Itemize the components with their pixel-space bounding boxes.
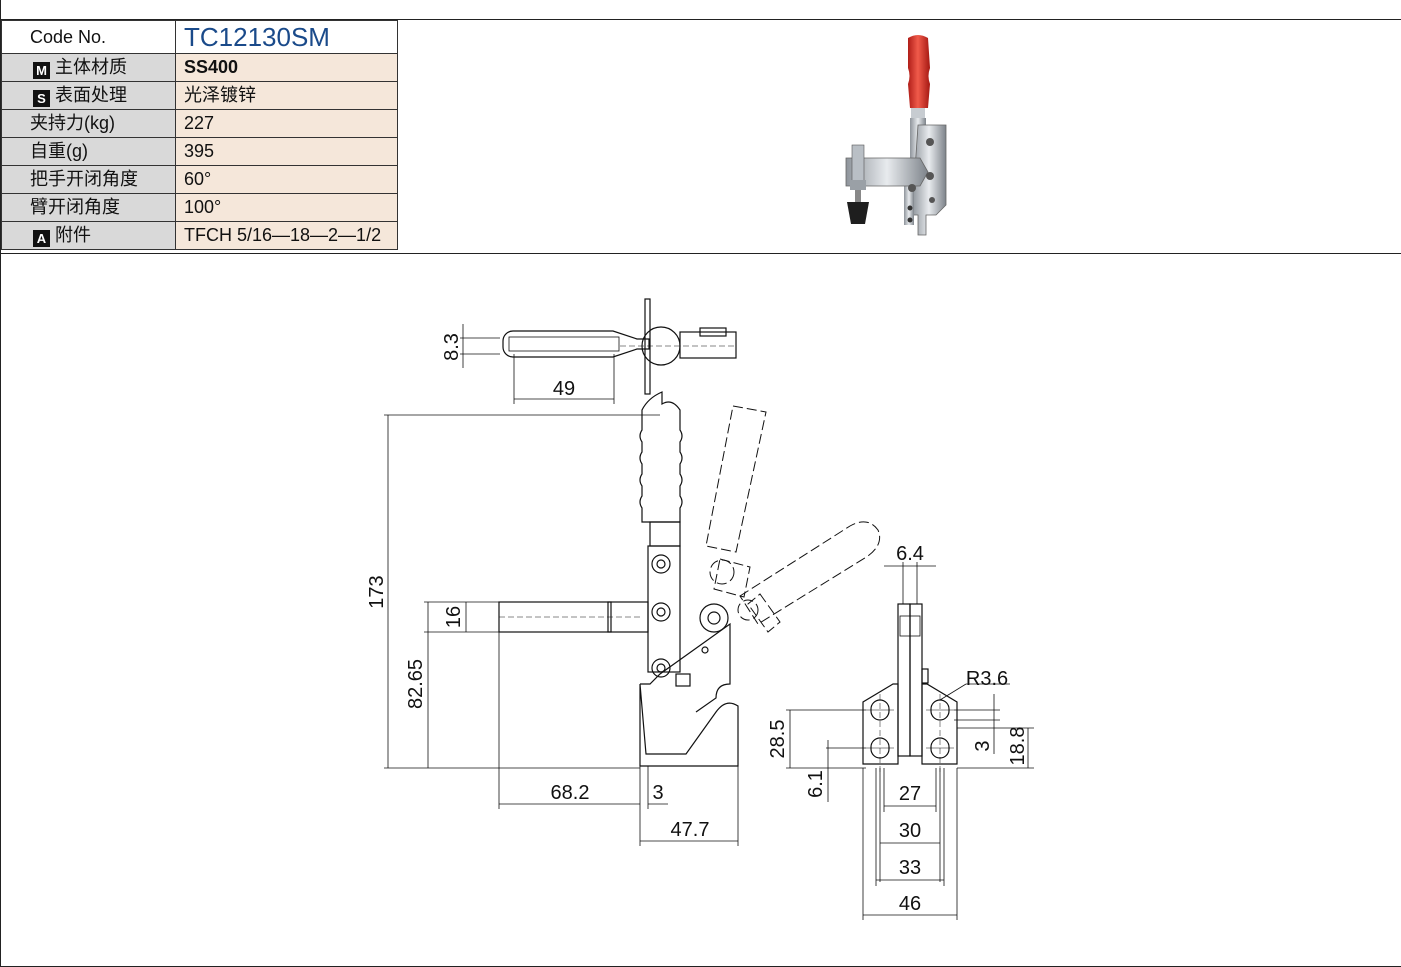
dim-3-hole: 3 <box>972 740 994 751</box>
spec-value: SS400 <box>175 53 398 82</box>
dim-18-8: 18.8 <box>1007 727 1029 766</box>
spec-label: 臂开闭角度 <box>1 193 176 222</box>
spec-key: M 主体材质 <box>1 53 176 82</box>
spec-key: A 附件 <box>1 221 176 250</box>
dim-49: 49 <box>553 378 575 400</box>
dim-6-1: 6.1 <box>805 770 827 798</box>
section-divider <box>0 253 1401 254</box>
spec-value: TFCH 5/16—18—2—1/2 <box>175 221 398 250</box>
spec-table: Code No. TC12130SM M 主体材质 SS400 S 表面处理 光泽镀… <box>1 20 398 250</box>
product-photo <box>845 35 947 236</box>
front-view <box>862 603 958 774</box>
spec-label: 自重(g) <box>1 137 176 166</box>
spec-value: 100° <box>175 193 398 222</box>
spec-label: 主体材质 <box>55 57 127 77</box>
red-handle-grip <box>908 35 930 108</box>
spec-row-surface: S 表面处理 光泽镀锌 <box>1 81 398 110</box>
dim-82-65: 82.65 <box>405 659 427 709</box>
dim-30: 30 <box>899 820 921 842</box>
dim-r3-6: R3.6 <box>966 668 1008 690</box>
spec-key: S 表面处理 <box>1 81 176 110</box>
spec-row-code: Code No. TC12130SM <box>1 20 398 54</box>
dim-8-3: 8.3 <box>441 333 463 361</box>
dim-68-2: 68.2 <box>551 782 590 804</box>
base-plate <box>911 124 947 236</box>
spec-value: 光泽镀锌 <box>175 81 398 110</box>
spec-value: 395 <box>175 137 398 166</box>
dim-33: 33 <box>899 857 921 879</box>
spec-label: 夹持力(kg) <box>1 109 176 138</box>
accessory-badge-icon: A <box>33 230 50 247</box>
rubber-spindle-tip <box>847 202 869 224</box>
spec-value: 60° <box>175 165 398 194</box>
spec-row-handle-angle: 把手开闭角度 60° <box>1 165 398 194</box>
dim-3-base: 3 <box>652 782 663 804</box>
dimension-labels: 8.3 49 173 16 82.65 68.2 3 47.7 6.4 R3.6… <box>366 333 1029 915</box>
clamp-arm <box>845 157 929 187</box>
spec-label: 附件 <box>55 225 91 245</box>
dim-27: 27 <box>899 783 921 805</box>
material-badge-icon: M <box>33 62 50 79</box>
technical-drawing: 8.3 49 173 16 82.65 68.2 3 47.7 6.4 R3.6… <box>366 298 1034 920</box>
dim-173: 173 <box>366 575 388 608</box>
dim-16: 16 <box>443 606 465 628</box>
spec-label: 把手开闭角度 <box>1 165 176 194</box>
spec-row-force: 夹持力(kg) 227 <box>1 109 398 138</box>
code-label: Code No. <box>1 20 176 54</box>
spec-row-arm-angle: 臂开闭角度 100° <box>1 193 398 222</box>
spec-row-material: M 主体材质 SS400 <box>1 53 398 82</box>
top-view <box>502 298 737 395</box>
spec-label: 表面处理 <box>55 85 127 105</box>
top-rule <box>0 19 1401 20</box>
dimension-lines <box>384 324 1034 920</box>
dim-47-7: 47.7 <box>671 819 710 841</box>
dim-28-5: 28.5 <box>767 720 789 759</box>
code-value: TC12130SM <box>175 20 398 54</box>
spec-value: 227 <box>175 109 398 138</box>
spec-row-accessory: A 附件 TFCH 5/16—18—2—1/2 <box>1 221 398 250</box>
spec-row-weight: 自重(g) 395 <box>1 137 398 166</box>
dim-6-4: 6.4 <box>896 543 924 565</box>
side-view <box>498 391 881 767</box>
surface-badge-icon: S <box>33 90 50 107</box>
dim-46: 46 <box>899 893 921 915</box>
